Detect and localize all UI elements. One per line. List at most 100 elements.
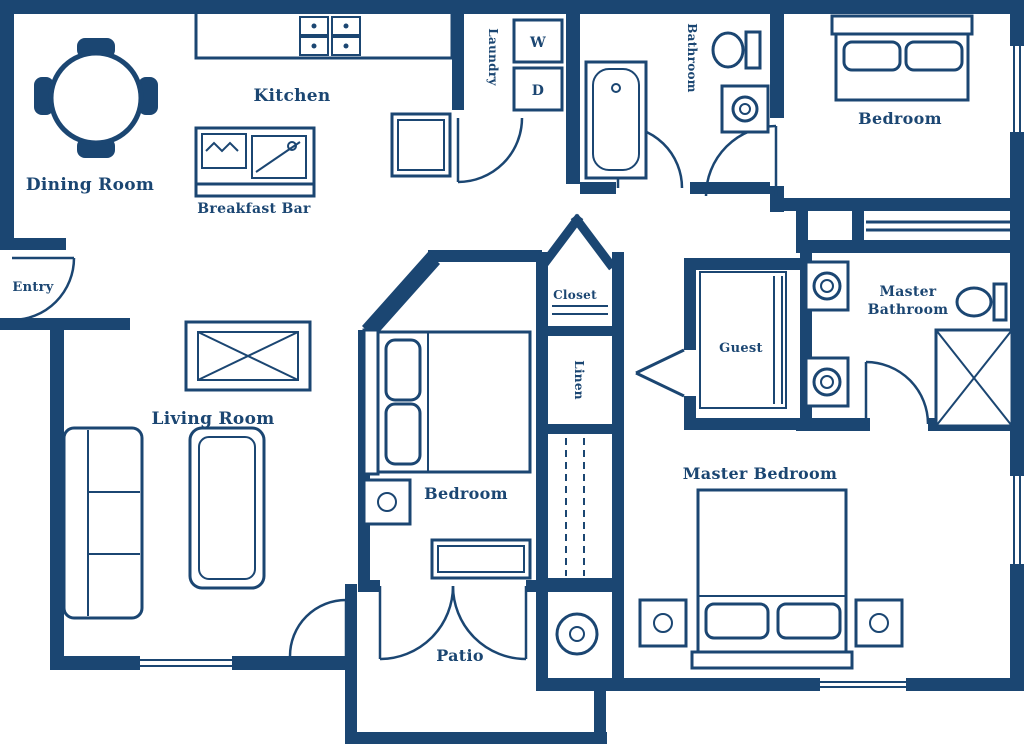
sink-drain	[311, 43, 317, 49]
wall-left-upper	[0, 0, 14, 250]
shower-stall	[934, 328, 1014, 428]
wall-column-left	[536, 252, 548, 592]
window-master-bottom	[820, 678, 906, 691]
label-bedroom-upper: Bedroom	[858, 109, 942, 128]
wall-bedroom-mid-north	[428, 250, 542, 262]
refrigerator	[390, 112, 452, 178]
pillow	[904, 40, 964, 72]
wall-top	[0, 0, 1024, 14]
bed-upper-bedroom	[830, 14, 974, 102]
label-living-room: Living Room	[151, 409, 274, 429]
patio-side-door	[288, 598, 348, 657]
toilet-master-bath	[955, 282, 1008, 322]
breakfast-bar-counter	[194, 126, 316, 198]
window-bedroom-right	[1010, 46, 1024, 132]
windows	[140, 46, 1024, 691]
label-washer: W	[529, 35, 546, 51]
toilet-hall-bath	[711, 30, 762, 70]
masterbath-door	[864, 360, 930, 425]
nightstand-master-right	[854, 598, 904, 648]
tv-console	[184, 320, 312, 392]
label-bedroom-middle: Bedroom	[424, 484, 508, 503]
headboard	[690, 650, 854, 670]
sink-drain	[343, 23, 349, 29]
room-labels: Dining Room Kitchen Breakfast Bar Laundr…	[12, 23, 948, 665]
window-living-bottom	[140, 656, 232, 670]
bathtub	[584, 60, 648, 180]
pillow	[704, 602, 770, 640]
wall-bedroom-south	[770, 198, 1024, 211]
label-master-bedroom: Master Bedroom	[683, 464, 837, 483]
label-linen: Linen	[572, 360, 586, 400]
wall-bedroom-mid-south-left	[358, 580, 380, 592]
window-master-right	[1010, 476, 1024, 564]
bed-master	[690, 488, 854, 670]
wall-entry-top	[0, 238, 66, 250]
dresser-middle-bedroom	[430, 538, 532, 580]
dryer-box	[512, 66, 564, 112]
wall-masterbath-south-left	[796, 418, 870, 431]
wall-closet-south	[536, 326, 624, 336]
nightstand-master-left	[638, 598, 688, 648]
sofa	[62, 426, 144, 620]
wall-house-bottom	[536, 678, 1024, 691]
wall-bath-connector	[796, 211, 808, 245]
wall-wh-left	[536, 590, 548, 678]
label-kitchen: Kitchen	[253, 86, 330, 106]
label-guest: Guest	[719, 341, 763, 356]
sink-drain	[311, 23, 317, 29]
wall-guest-west-upper	[684, 258, 696, 350]
nightstand-middle-bedroom	[362, 478, 412, 526]
wall-bath-south-left	[580, 182, 616, 194]
wall-entry-bottom	[0, 318, 130, 330]
wall-linen-south	[536, 424, 624, 434]
linen-shelves	[565, 438, 585, 576]
wall-bedroom-mid-diagonal	[362, 252, 440, 338]
wall-column-right	[612, 252, 624, 678]
wall-left-lower	[50, 318, 64, 670]
wall-patio-bottom	[345, 732, 607, 744]
sink-hall-bath	[720, 84, 770, 134]
dining-table	[48, 50, 144, 146]
furniture	[34, 14, 1014, 670]
label-entry: Entry	[12, 280, 53, 295]
kitchen-counter	[194, 14, 454, 60]
closet-rod-upper-bedroom	[866, 220, 1010, 232]
pillow	[384, 402, 422, 466]
label-closet: Closet	[553, 288, 597, 302]
label-patio: Patio	[436, 646, 484, 665]
headboard	[362, 328, 380, 476]
cooktop	[251, 135, 307, 179]
wall-masterbath-north	[796, 240, 1024, 253]
wall-patio-left	[345, 584, 357, 744]
headboard	[830, 14, 974, 36]
closet-rod	[552, 305, 608, 315]
pillow	[776, 602, 842, 640]
wall-laundry-left	[452, 0, 464, 110]
guest-closet-rod	[699, 271, 787, 409]
patio-french-doors	[378, 585, 528, 661]
wall-column-bottom	[536, 578, 624, 590]
laundry-door	[456, 117, 524, 184]
pillow	[842, 40, 902, 72]
wall-closetstrip-left	[852, 206, 864, 248]
guest-closet-door	[635, 348, 685, 398]
dining-table-set	[34, 38, 158, 158]
wall-guest-south	[684, 418, 812, 430]
label-dryer: D	[532, 83, 544, 99]
pillow	[384, 338, 422, 402]
wall-laundry-bath	[566, 0, 580, 184]
vanity-sink-2	[804, 356, 850, 408]
vanity-sink-1	[804, 260, 850, 312]
dining-chair-east	[138, 77, 158, 115]
bed-middle-bedroom	[362, 328, 532, 476]
sink-drain	[343, 43, 349, 49]
label-breakfast-bar: Breakfast Bar	[197, 201, 311, 217]
label-laundry: Laundry	[486, 28, 500, 86]
wall-bath-south-right	[690, 182, 770, 194]
label-master-bath-2: Bathroom	[868, 302, 949, 318]
wall-patio-right	[594, 690, 606, 744]
water-heater	[555, 612, 599, 656]
